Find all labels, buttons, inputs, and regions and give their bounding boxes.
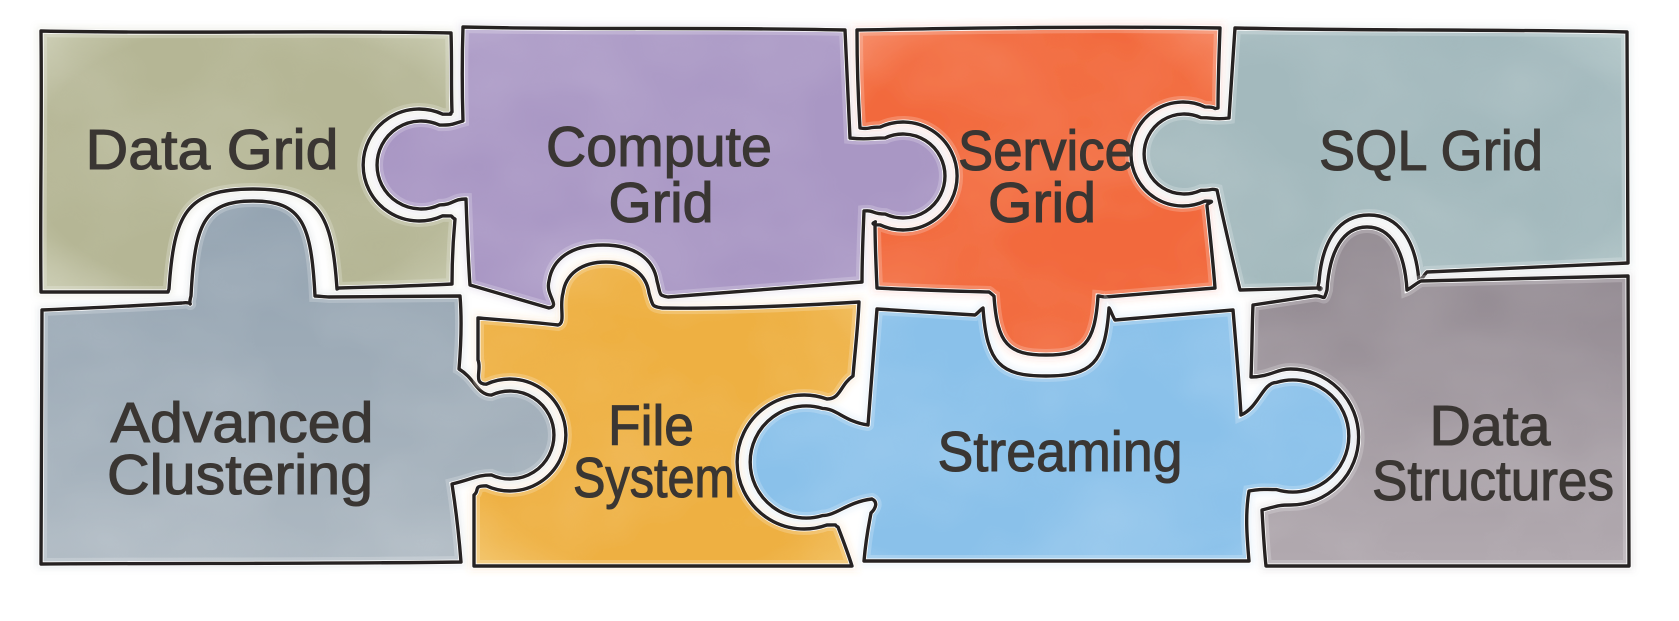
svg-text:Service: Service xyxy=(958,119,1134,183)
svg-text:Compute: Compute xyxy=(546,115,772,179)
svg-text:SQL Grid: SQL Grid xyxy=(1319,119,1543,183)
svg-text:Data: Data xyxy=(1430,394,1551,458)
svg-text:Advanced: Advanced xyxy=(111,391,374,455)
svg-text:Structures: Structures xyxy=(1372,449,1614,513)
svg-text:Clustering: Clustering xyxy=(107,443,373,507)
svg-text:Grid: Grid xyxy=(609,171,714,235)
svg-text:Grid: Grid xyxy=(988,171,1096,235)
svg-text:File: File xyxy=(608,394,694,458)
svg-text:System: System xyxy=(573,446,735,510)
svg-text:Data Grid: Data Grid xyxy=(86,118,339,182)
svg-text:Streaming: Streaming xyxy=(938,420,1183,484)
